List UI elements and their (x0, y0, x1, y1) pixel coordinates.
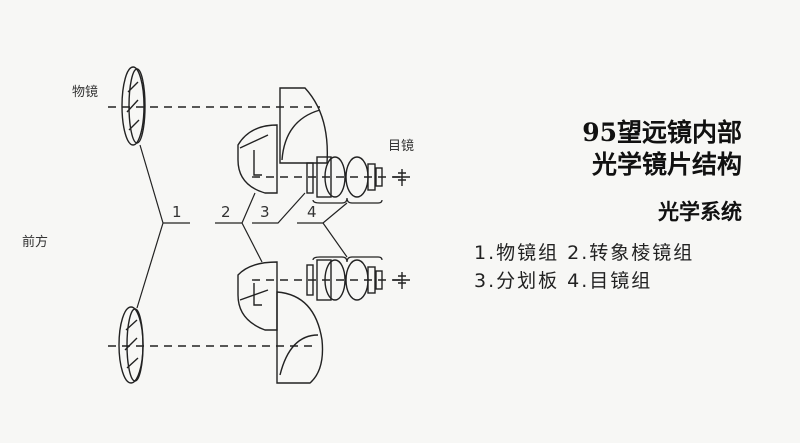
subtitle: 光学系统 (658, 200, 742, 224)
objective-label: 物镜 (72, 85, 99, 100)
label-4: 4 (307, 203, 317, 221)
legend-line-2: 3.分划板 4.目镜组 (474, 270, 653, 292)
reticle (306, 162, 314, 296)
label-2: 2 (221, 203, 231, 221)
optical-axis (108, 106, 400, 347)
legend-line-1: 1.物镜组 2.转象棱镜组 (474, 242, 695, 264)
front-label: 前方 (22, 235, 49, 250)
leader-lines (136, 144, 383, 309)
objective-lens-top (121, 66, 146, 146)
title-line-1: 95望远镜内部 (582, 118, 742, 147)
prism-top (237, 87, 329, 194)
title-line-2: 光学镜片结构 (591, 150, 742, 179)
objective-lens-bottom (118, 306, 144, 384)
label-3: 3 (260, 203, 270, 221)
eyepiece-lenses-bottom (316, 259, 410, 301)
label-1: 1 (172, 203, 182, 221)
eyepiece-lenses-top (316, 156, 410, 198)
prism-bottom (237, 261, 324, 384)
eyepiece-label: 目镜 (388, 139, 415, 154)
